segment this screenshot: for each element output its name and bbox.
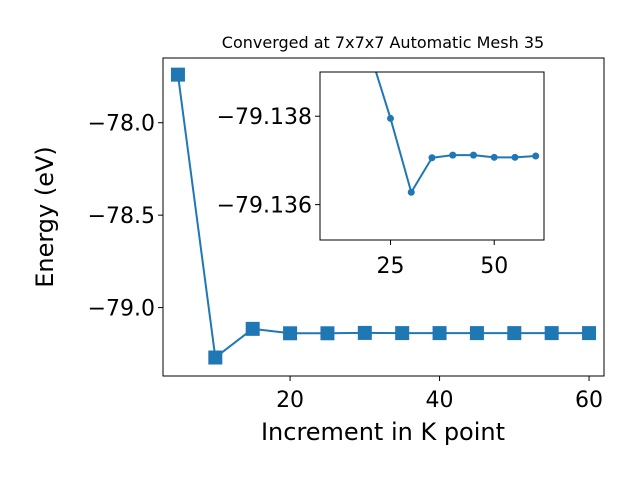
- main-point: [469, 326, 484, 341]
- main-point: [283, 326, 298, 341]
- main-point: [507, 326, 522, 341]
- inset-series: [374, 72, 540, 196]
- chart-title: Converged at 7x7x7 Automatic Mesh 35: [222, 33, 544, 52]
- inset-point: [532, 152, 540, 160]
- main-point: [245, 321, 260, 336]
- inset-point: [490, 153, 498, 161]
- main-x-tick-label: 60: [575, 388, 603, 413]
- main-point: [208, 350, 223, 365]
- inset-y-tick-label: −79.138: [217, 105, 312, 130]
- main-point: [357, 325, 372, 340]
- inset-point: [449, 151, 457, 159]
- main-y-tick-label: −79.0: [88, 297, 155, 322]
- main-x-tick-label: 40: [426, 388, 454, 413]
- main-point: [395, 326, 410, 341]
- main-point: [544, 326, 559, 341]
- inset-axis-ticks: 25 50 −79.138 −79.136: [217, 105, 509, 279]
- inset-point: [407, 188, 415, 196]
- inset-point: [428, 154, 436, 162]
- main-point: [170, 67, 185, 82]
- main-point: [582, 326, 597, 341]
- main-axis-ticks: 20 40 60 −78.0 −78.5 −79.0: [88, 112, 603, 413]
- inset-point: [469, 151, 477, 159]
- main-y-tick-label: −78.0: [88, 112, 155, 137]
- main-y-tick-label: −78.5: [88, 204, 155, 229]
- inset-x-tick-label: 50: [480, 254, 508, 279]
- main-x-tick-label: 20: [276, 388, 304, 413]
- inset-plot-frame: [319, 71, 545, 241]
- main-point: [320, 326, 335, 341]
- y-axis-label: Energy (eV): [31, 146, 59, 288]
- main-point: [432, 326, 447, 341]
- inset-point: [511, 153, 519, 161]
- x-axis-label: Increment in K point: [261, 418, 505, 446]
- main-series: [170, 67, 597, 365]
- main-plot: 20 40 60 −78.0 −78.5 −79.0: [88, 57, 605, 413]
- inset-point: [387, 114, 395, 122]
- main-plot-frame: [162, 57, 605, 377]
- inset-y-tick-label: −79.136: [217, 194, 312, 219]
- inset-plot: 25 50 −79.138 −79.136: [217, 71, 545, 279]
- inset-x-tick-label: 25: [377, 254, 405, 279]
